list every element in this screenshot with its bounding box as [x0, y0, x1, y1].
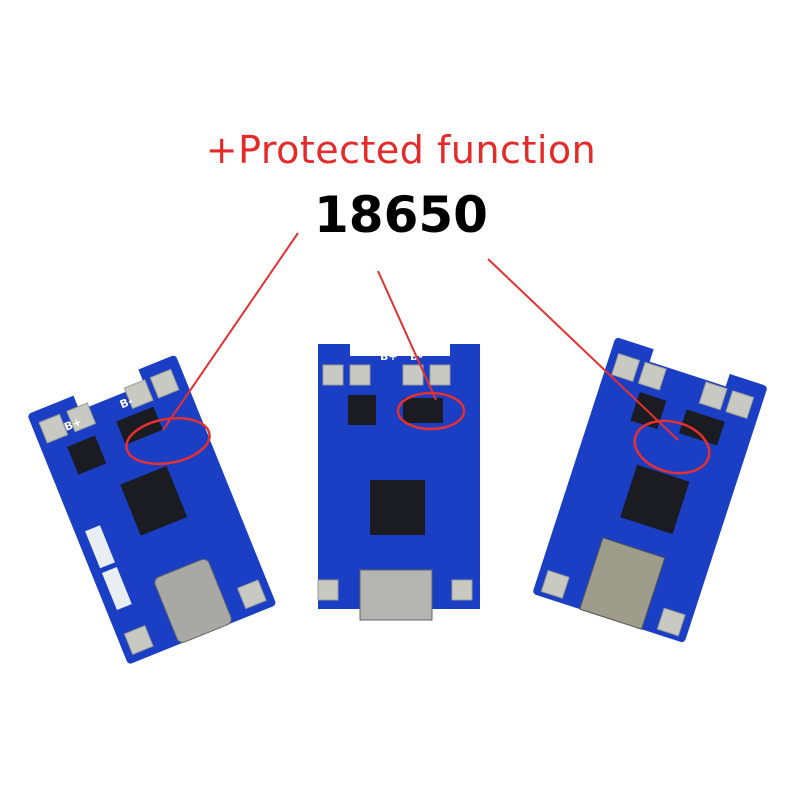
board-micro-usb: B+ B- [317, 340, 480, 621]
callout-lines [162, 232, 679, 441]
board-type-c: B+ B- [28, 355, 276, 664]
highlight-circle-2 [396, 391, 466, 431]
highlight-circle-1 [125, 416, 211, 466]
highlight-circle-3 [633, 419, 711, 475]
board-mini-usb [533, 337, 767, 643]
subtitle-protected-function: +Protected function [205, 128, 597, 172]
svg-text:B+: B+ [380, 350, 398, 363]
svg-text:B-: B- [118, 394, 135, 411]
svg-text:B+: B+ [62, 415, 83, 434]
title-18650: 18650 [314, 186, 488, 244]
